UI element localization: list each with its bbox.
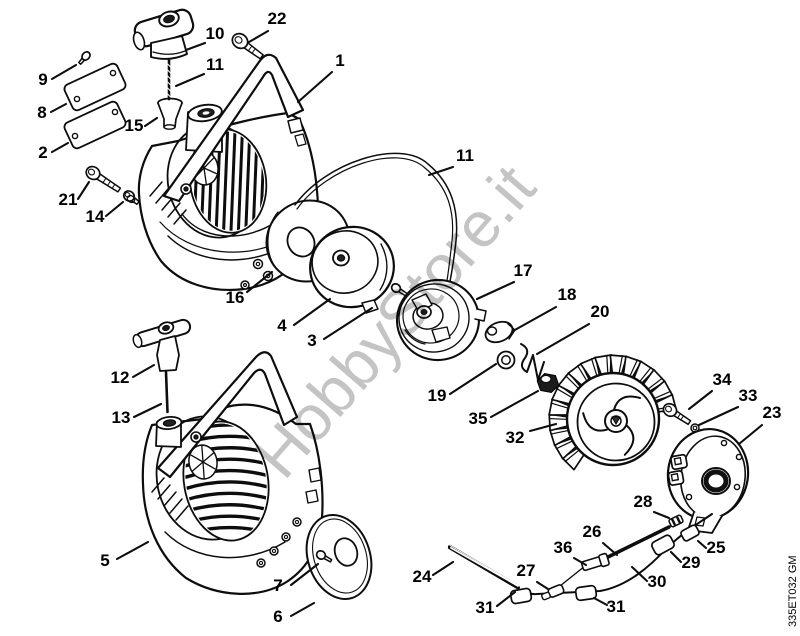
- svg-text:335ET032 GM: 335ET032 GM: [787, 555, 799, 627]
- svg-text:23: 23: [763, 403, 782, 422]
- svg-text:14: 14: [86, 207, 105, 226]
- svg-text:2: 2: [38, 143, 47, 162]
- svg-text:11: 11: [456, 146, 474, 165]
- svg-text:29: 29: [682, 553, 701, 572]
- svg-text:7: 7: [273, 576, 282, 595]
- svg-text:28: 28: [634, 492, 653, 511]
- svg-text:8: 8: [37, 103, 46, 122]
- svg-text:17: 17: [514, 261, 533, 280]
- svg-text:32: 32: [506, 428, 525, 447]
- svg-text:25: 25: [707, 538, 726, 557]
- svg-text:26: 26: [583, 522, 602, 541]
- svg-text:15: 15: [125, 116, 144, 135]
- svg-text:9: 9: [38, 70, 47, 89]
- svg-text:34: 34: [713, 370, 732, 389]
- svg-text:20: 20: [591, 302, 610, 321]
- svg-text:3: 3: [307, 331, 316, 350]
- svg-text:4: 4: [277, 316, 287, 335]
- svg-text:33: 33: [739, 386, 758, 405]
- svg-text:22: 22: [268, 9, 287, 28]
- svg-text:30: 30: [648, 572, 667, 591]
- svg-text:5: 5: [100, 551, 109, 570]
- svg-text:19: 19: [428, 386, 447, 405]
- svg-text:13: 13: [112, 408, 131, 427]
- svg-text:1: 1: [335, 51, 344, 70]
- svg-text:31: 31: [476, 598, 495, 617]
- svg-text:16: 16: [226, 288, 245, 307]
- svg-text:10: 10: [206, 24, 225, 43]
- svg-text:6: 6: [273, 607, 282, 626]
- svg-text:24: 24: [413, 567, 432, 586]
- svg-text:27: 27: [517, 561, 536, 580]
- svg-text:36: 36: [554, 538, 573, 557]
- svg-text:12: 12: [111, 368, 130, 387]
- svg-text:18: 18: [558, 285, 577, 304]
- svg-text:21: 21: [59, 190, 78, 209]
- svg-text:35: 35: [469, 409, 488, 428]
- svg-text:11: 11: [206, 55, 224, 74]
- svg-text:31: 31: [607, 597, 626, 616]
